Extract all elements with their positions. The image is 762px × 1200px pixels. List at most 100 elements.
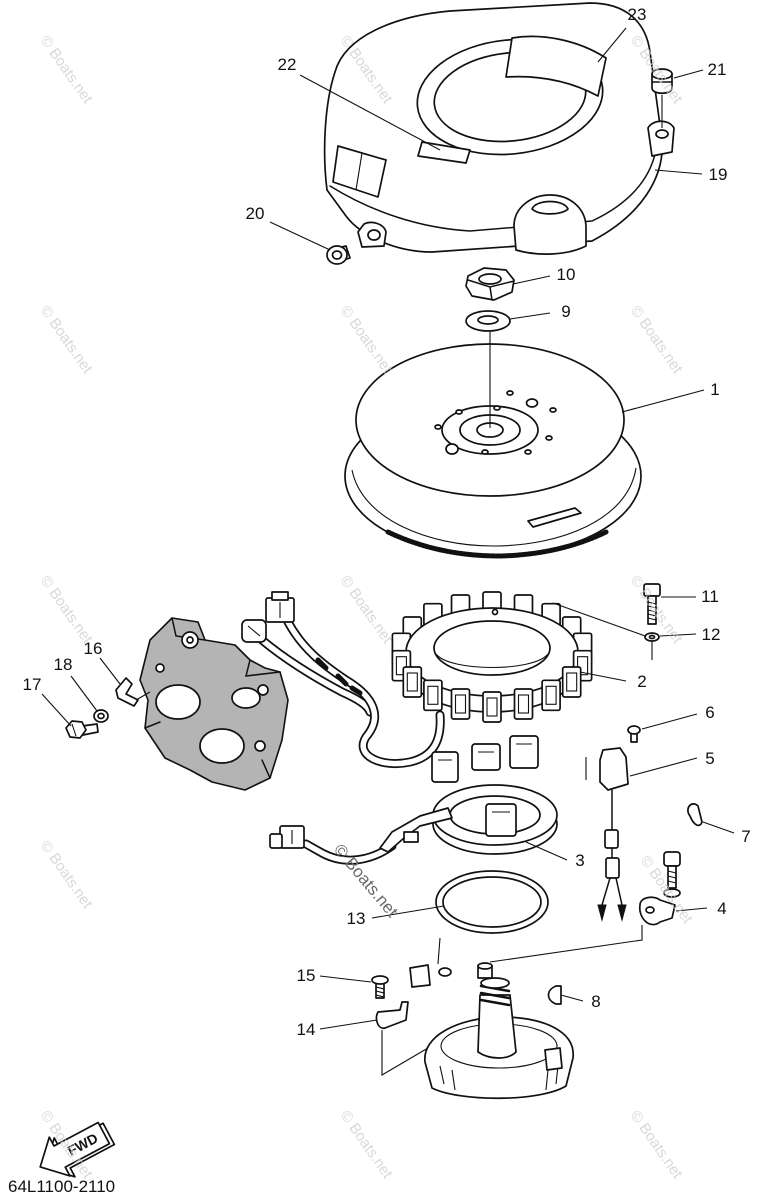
part-3-pulser-coil [269,735,558,865]
bushing-piece [477,962,493,979]
leader-line-9 [509,312,551,320]
leader-line-10 [512,275,551,285]
callout-4: 4 [717,899,726,918]
leader-line-4 [675,907,708,912]
callout-18: 18 [54,655,73,674]
leader-line-8 [560,994,584,1002]
part-10-nut [465,267,515,301]
callout-14: 14 [297,1020,316,1039]
part-20-grommet [326,245,351,265]
part-13-ring [435,870,549,934]
flywheel-holes [434,390,557,455]
part-1-flywheel [344,343,642,559]
stator-base [424,977,574,1100]
watermark: © Boats.net [37,303,96,378]
callout-12: 12 [702,625,721,644]
callouts: 1 2 3 4 5 6 7 8 9 10 11 12 13 14 15 16 1… [23,5,751,1039]
stator-bore [433,620,551,676]
leader-line-2 [579,671,627,682]
callout-2: 2 [637,672,646,691]
stator-coil [423,679,443,712]
stator-coil [541,679,561,712]
stator-coil [513,688,534,720]
watermark: © Boats.net [37,33,96,108]
callout-20: 20 [246,204,265,223]
bracket-piece [409,964,452,988]
flywheel-ring-gear [385,529,609,559]
leader-line-19 [654,169,703,175]
cover-decal-top [505,35,607,97]
callout-8: 8 [591,992,600,1011]
part-18-washer [93,709,109,723]
part-8-clip [547,985,562,1005]
part-6-screw [627,725,641,743]
callout-3: 3 [575,851,584,870]
leader-line-22 [299,74,441,151]
leader-line-20 [269,221,331,251]
callout-6: 6 [705,703,714,722]
part-14-clamp [375,1001,409,1029]
callout-11: 11 [701,587,719,606]
stator-coil [450,688,471,720]
callout-13: 13 [347,909,366,928]
leader-line-3 [525,841,568,861]
callout-15: 15 [297,966,316,985]
part-21-grommet [651,68,673,95]
assembly-line [489,925,643,963]
callout-5: 5 [705,749,714,768]
callout-10: 10 [557,265,576,284]
callout-1: 1 [710,380,719,399]
leader-line-12 [659,633,697,637]
part-17-bolt [65,720,99,739]
part-16-clip [115,677,139,707]
leader-line-7 [702,821,735,834]
stator-wire-harness [241,591,445,769]
watermark: © Boats.net [337,573,396,648]
stator-coil [482,691,502,723]
leader-line-23 [597,27,627,63]
watermark: © Boats.net [37,573,96,648]
stator-coil [402,666,423,698]
leader-line-14 [319,1019,378,1030]
leader-line-18 [70,675,98,712]
part-15-screw [371,975,389,999]
leader-line-13 [371,905,445,919]
leader-line-21 [673,69,704,79]
callout-22: 22 [278,55,297,74]
watermark-dark: © Boats.net [330,840,402,921]
part-5-clamp [597,747,629,922]
part-12-washer [644,632,660,642]
leader-line-15 [319,975,372,983]
assembly-line [552,602,649,638]
part-11-bolt [643,583,661,625]
watermark: © Boats.net [37,838,96,913]
callout-17: 17 [23,675,42,694]
callout-23: 23 [628,5,647,24]
part-2-stator [391,591,593,723]
watermark: © Boats.net [337,1108,396,1183]
callout-9: 9 [561,302,570,321]
leader-line-5 [629,757,698,777]
callout-16: 16 [84,639,103,658]
assembly-line [381,1030,446,1076]
watermark: © Boats.net [337,303,396,378]
part-9-washer [465,310,511,332]
callout-7: 7 [741,827,750,846]
crankcase-casting [139,617,289,791]
callout-19: 19 [709,165,728,184]
watermark: © Boats.net [627,1108,686,1183]
assembly-line [135,691,151,701]
diagram-part-code: 64L1100-2110 [8,1177,115,1196]
cover-decal-small [417,141,471,164]
stator-coil [561,666,582,698]
leader-line-16 [99,657,121,685]
leader-lines [41,27,735,1030]
leader-line-1 [621,389,705,413]
part-7-clip [687,803,703,827]
part-4-clamp [639,851,681,926]
watermark: © Boats.net [627,303,686,378]
part-19-flywheel-cover [323,2,675,255]
callout-21: 21 [708,60,727,79]
